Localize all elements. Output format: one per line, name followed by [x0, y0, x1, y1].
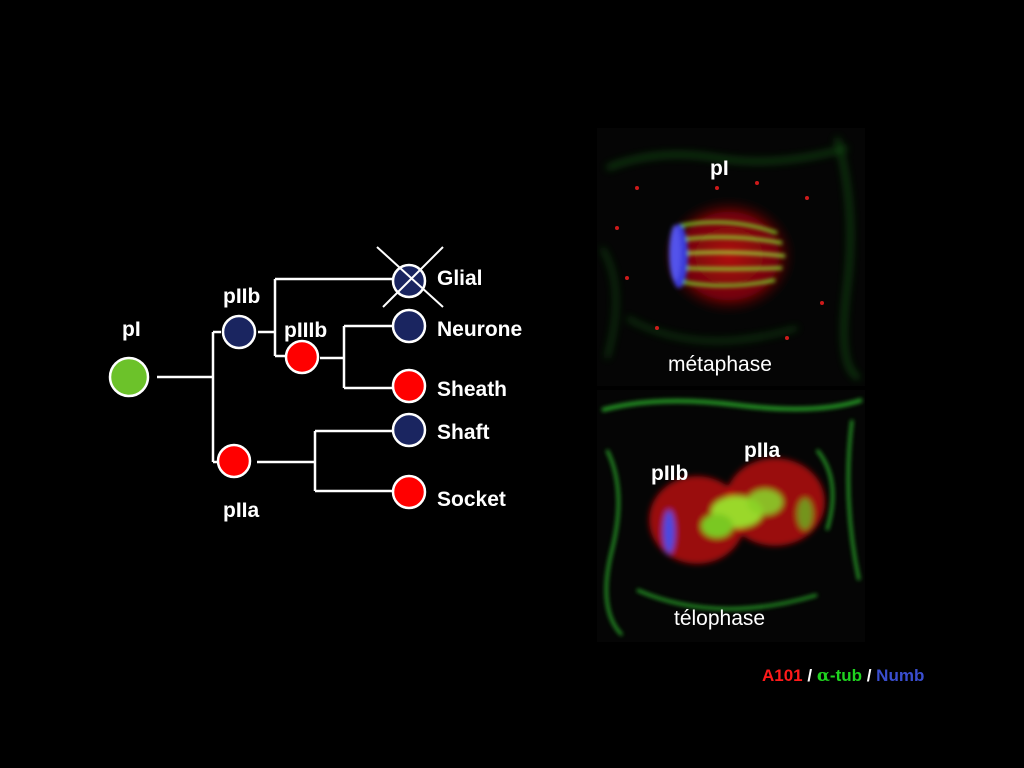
metaphase-caption: métaphase: [668, 353, 772, 376]
telophase-pIIb-label: pIIb: [651, 462, 689, 485]
pI-label: pI: [122, 318, 141, 341]
lineage-connectors: [157, 277, 392, 493]
telophase-micrograph: pIIa pIIb télophase: [597, 390, 865, 642]
telophase-caption: télophase: [674, 607, 766, 630]
pIIb-cell: [221, 314, 257, 350]
stain-legend: A101 / α-tub / Numb: [762, 666, 924, 686]
legend-separator-2: /: [862, 666, 877, 685]
legend-alpha: α: [816, 666, 830, 686]
sheath-label: Sheath: [437, 378, 508, 401]
pIIa-cell: [216, 443, 252, 479]
neurone-cell: [391, 308, 427, 344]
legend-separator-1: /: [802, 666, 817, 685]
legend-a101: A101: [762, 666, 803, 685]
telophase-image: [601, 398, 863, 637]
neurone-label: Neurone: [437, 318, 523, 341]
legend-tub: -tub: [829, 666, 862, 685]
socket-label: Socket: [437, 488, 506, 511]
pIIa-label: pIIa: [223, 499, 260, 522]
shaft-label: Shaft: [437, 421, 490, 444]
legend-numb: Numb: [876, 666, 925, 685]
metaphase-image: [600, 137, 861, 380]
pIIIb-label: pIIIb: [284, 319, 328, 342]
shaft-cell: [391, 412, 427, 448]
metaphase-pI-label: pI: [710, 157, 729, 180]
socket-cell: [391, 474, 427, 510]
telophase-pIIa-label: pIIa: [744, 439, 781, 462]
sheath-cell: [391, 368, 427, 404]
pI-cell: [108, 356, 150, 398]
glial-label: Glial: [437, 267, 483, 290]
pIIIb-cell: [284, 339, 320, 375]
metaphase-micrograph: pI métaphase: [597, 128, 865, 386]
glial-cross-mark: [376, 246, 444, 308]
pIIb-label: pIIb: [223, 285, 261, 308]
